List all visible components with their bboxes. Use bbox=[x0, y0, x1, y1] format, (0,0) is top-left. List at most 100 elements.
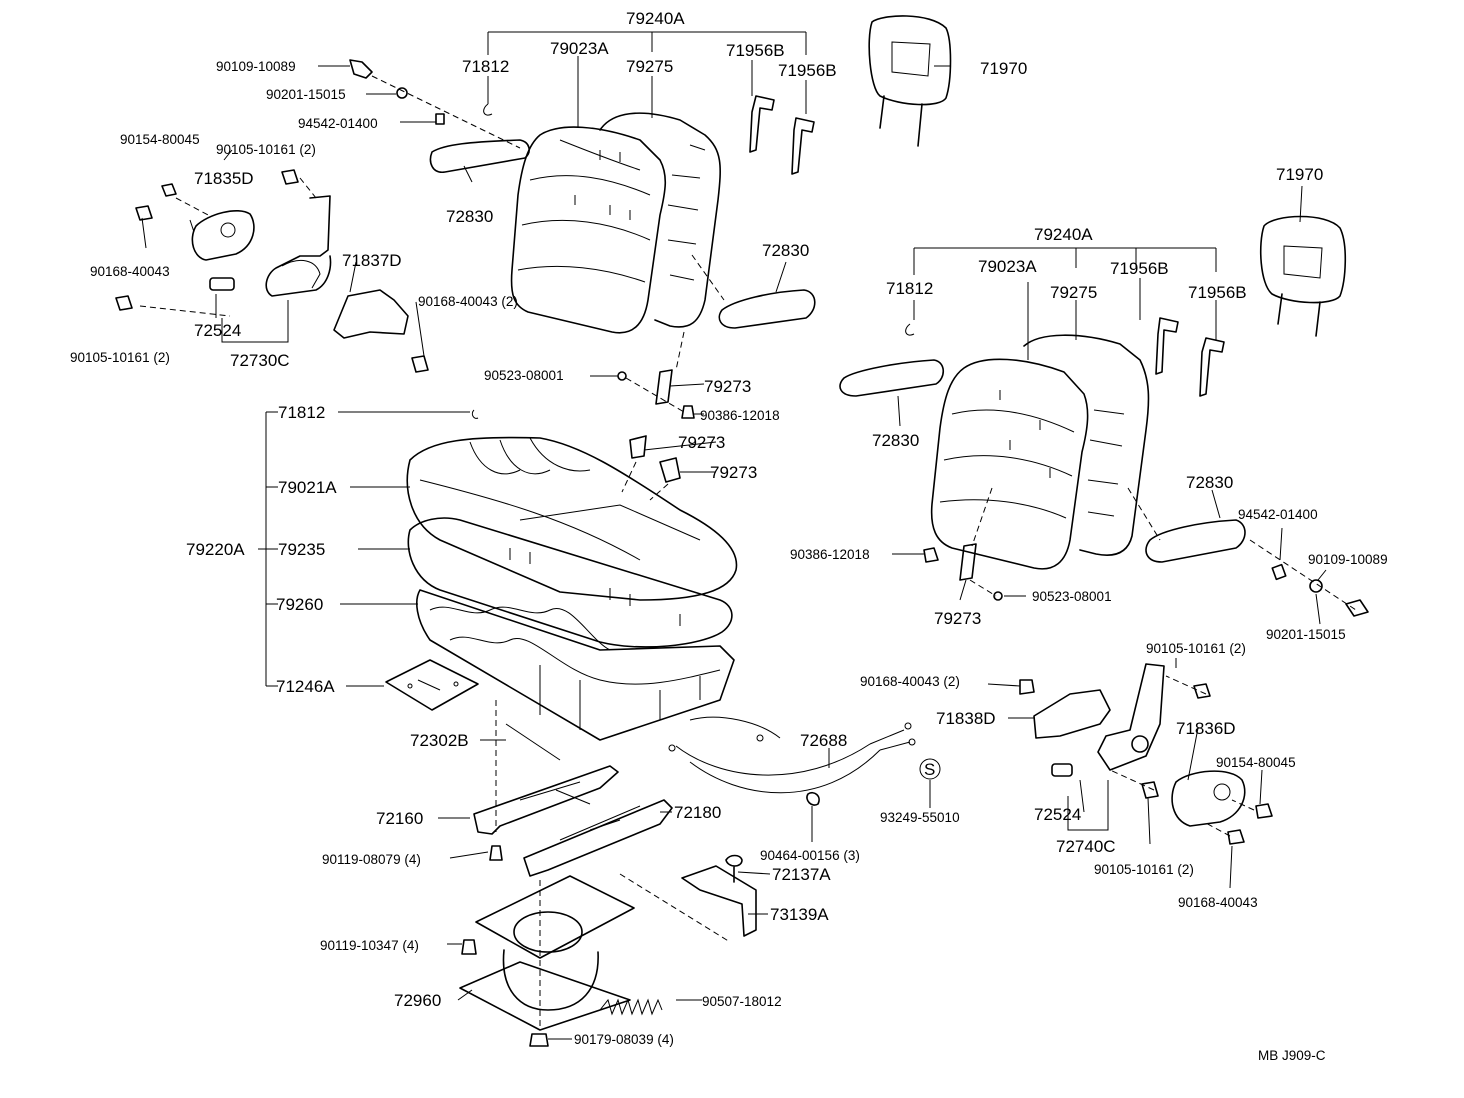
label-71956B-top2: 71956B bbox=[778, 61, 837, 80]
label-71956B-right2: 71956B bbox=[1188, 283, 1247, 302]
seat-cushion-group bbox=[258, 409, 738, 741]
diagram-code: MB J909-C bbox=[1258, 1048, 1326, 1063]
recliner-72730C bbox=[265, 195, 332, 297]
label-72830-right1: 72830 bbox=[872, 431, 919, 450]
label-73139A: 73139A bbox=[770, 905, 829, 924]
label-90119-08079: 90119-08079 (4) bbox=[322, 852, 421, 867]
label-71970-top: 71970 bbox=[980, 59, 1027, 78]
label-79240A-top: 79240A bbox=[626, 9, 685, 28]
bracket-79273-a bbox=[655, 369, 673, 405]
label-72688: 72688 bbox=[800, 731, 847, 750]
knob-72524-left bbox=[209, 277, 235, 291]
nut-90386-12018-left bbox=[681, 405, 695, 419]
bracket-71838D bbox=[1033, 689, 1111, 739]
hinge-bracket-group-upper bbox=[617, 369, 695, 419]
label-71956B-top1: 71956B bbox=[726, 41, 785, 60]
label-79275-right: 79275 bbox=[1050, 283, 1097, 302]
leader-lines bbox=[141, 56, 1327, 1040]
label-90386-12018-left: 90386-12018 bbox=[700, 408, 780, 423]
label-71246A: 71246A bbox=[276, 677, 335, 696]
nut-90179-08039 bbox=[529, 1033, 549, 1047]
spring-72302B bbox=[505, 723, 561, 761]
label-79273-right: 79273 bbox=[934, 609, 981, 628]
washer-90201-15015-upper bbox=[396, 87, 408, 99]
recliner-72740C bbox=[1097, 663, 1165, 771]
label-72830-top: 72830 bbox=[446, 207, 493, 226]
headrest-guide-71956B-b bbox=[791, 117, 815, 175]
label-79260: 79260 bbox=[276, 595, 323, 614]
rail-72160 bbox=[473, 765, 619, 835]
label-79021A: 79021A bbox=[278, 478, 337, 497]
bolt-90119-08079 bbox=[489, 845, 503, 861]
left-seatback-group bbox=[115, 15, 952, 373]
label-72830-right2: 72830 bbox=[1186, 473, 1233, 492]
bracket-73139A bbox=[681, 865, 757, 937]
label-90179-08039: 90179-08039 (4) bbox=[574, 1032, 674, 1047]
bolt-90109-10089-right bbox=[1345, 599, 1369, 617]
label-90168-40043-2-right: 90168-40043 (2) bbox=[860, 674, 960, 689]
label-71835D: 71835D bbox=[194, 169, 254, 188]
label-71812-cushion: 71812 bbox=[278, 403, 325, 422]
label-72302B: 72302B bbox=[410, 731, 469, 750]
bracket-79273-c bbox=[659, 457, 681, 483]
label-79220A: 79220A bbox=[186, 540, 245, 559]
label-90109-10089-top: 90109-10089 bbox=[216, 59, 296, 74]
label-90154-80045-right: 90154-80045 bbox=[1216, 755, 1296, 770]
nut-90386-12018-right bbox=[923, 547, 939, 563]
label-72524-left: 72524 bbox=[194, 321, 241, 340]
headrest-guide-71956B-c bbox=[1155, 317, 1179, 375]
label-71838D: 71838D bbox=[936, 709, 996, 728]
hinge-cover-71836D bbox=[1171, 770, 1246, 827]
hinge-cover-71835D bbox=[191, 210, 255, 261]
label-90201-15015-top: 90201-15015 bbox=[266, 87, 346, 102]
seatback-front-79023A bbox=[510, 126, 667, 334]
bolt-90105-10161-left bbox=[115, 295, 133, 311]
seatback-rear-79275 bbox=[599, 112, 721, 328]
label-71956B-right1: 71956B bbox=[1110, 259, 1169, 278]
right-seatback-group bbox=[839, 215, 1369, 845]
label-90507-18012: 90507-18012 bbox=[702, 994, 782, 1009]
bolt-90105-10161-top bbox=[281, 169, 299, 185]
label-94542-01400-right: 94542-01400 bbox=[1238, 507, 1318, 522]
bolt-90154-80045-left bbox=[161, 183, 177, 197]
clip-71812-upper bbox=[483, 103, 493, 116]
bracket-79273-right bbox=[959, 543, 977, 581]
armrest-72830-mid bbox=[718, 289, 816, 329]
label-90168-40043-left: 90168-40043 bbox=[90, 264, 170, 279]
part-labels: 79240A 71812 79023A 79275 71956B 71956B … bbox=[70, 9, 1388, 1063]
label-90168-40043-2-left: 90168-40043 (2) bbox=[418, 294, 518, 309]
clamp-90464-00156 bbox=[806, 791, 820, 806]
s-symbol: S bbox=[924, 760, 935, 779]
label-71970-right: 71970 bbox=[1276, 165, 1323, 184]
label-90105-10161-2-top: 90105-10161 (2) bbox=[216, 142, 316, 157]
label-79273-a: 79273 bbox=[704, 377, 751, 396]
label-90119-10347: 90119-10347 (4) bbox=[320, 938, 419, 953]
label-79275-top: 79275 bbox=[626, 57, 673, 76]
seat-track-group bbox=[459, 700, 941, 1047]
label-72960: 72960 bbox=[394, 991, 441, 1010]
label-90386-12018-right: 90386-12018 bbox=[790, 547, 870, 562]
label-79273-b: 79273 bbox=[678, 433, 725, 452]
label-72730C: 72730C bbox=[230, 351, 290, 370]
label-79240A-right: 79240A bbox=[1034, 225, 1093, 244]
knob-72524-right bbox=[1051, 763, 1073, 777]
armrest-72830-right-lower bbox=[1145, 519, 1246, 563]
armrest-72830-upper bbox=[429, 139, 530, 173]
bolt-90109-10089-upper bbox=[349, 59, 373, 79]
label-72180: 72180 bbox=[674, 803, 721, 822]
label-72137A: 72137A bbox=[772, 865, 831, 884]
swivel-base-72960 bbox=[475, 875, 635, 959]
label-94542-01400-top: 94542-01400 bbox=[298, 116, 378, 131]
label-90105-10161-2-left: 90105-10161 (2) bbox=[70, 350, 170, 365]
headrest-guide-71956B-a bbox=[749, 95, 775, 153]
label-90105-10161-2-bottom: 90105-10161 (2) bbox=[1094, 862, 1194, 877]
label-71837D: 71837D bbox=[342, 251, 402, 270]
bushing-94542-01400-right bbox=[1271, 563, 1287, 581]
clip-71812-right bbox=[905, 323, 915, 336]
label-93249-55010: 93249-55010 bbox=[880, 810, 960, 825]
plate-71246A bbox=[385, 659, 479, 711]
cushion-79021A bbox=[406, 436, 738, 601]
clip-71812-cushion bbox=[471, 409, 479, 419]
label-71812-top: 71812 bbox=[462, 57, 509, 76]
label-79023A-right: 79023A bbox=[978, 257, 1037, 276]
